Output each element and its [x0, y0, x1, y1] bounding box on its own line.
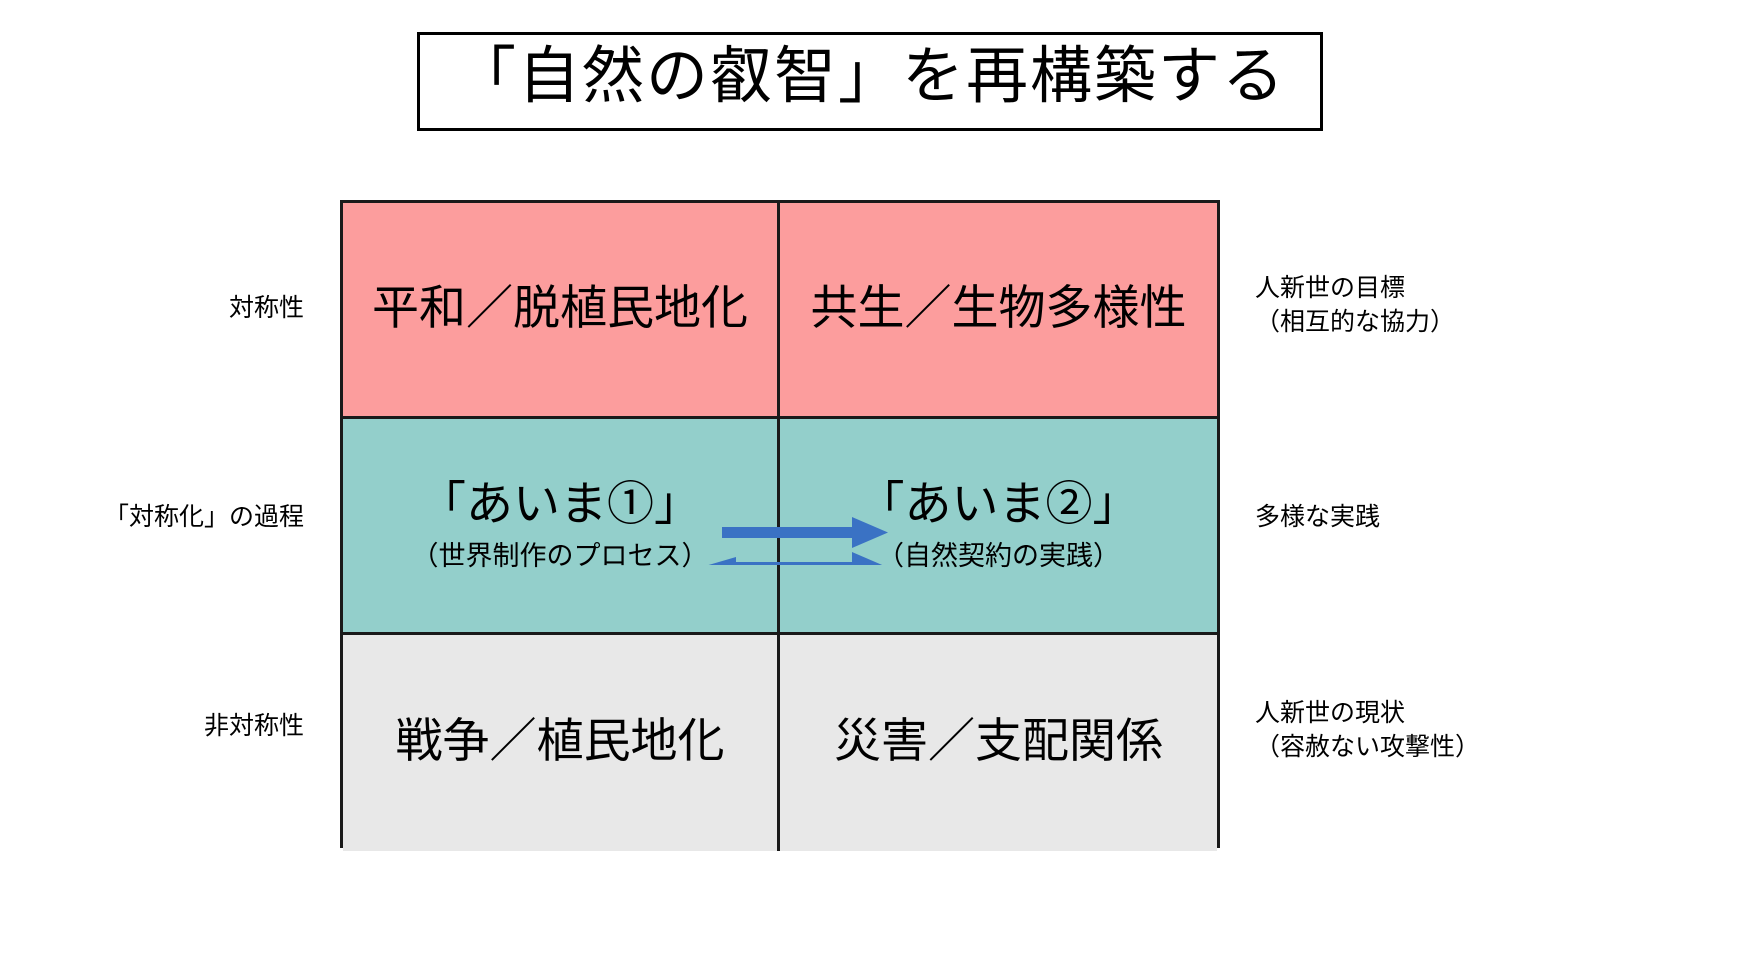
row-label-right-anthropocene-current-sub: （容赦ない攻撃性）: [1255, 733, 1481, 761]
cell-aima-2-subtext: （自然契約の実践）: [877, 540, 1120, 571]
row-label-right-diverse-practice-main: 多様な実践: [1255, 504, 1381, 531]
row-label-right-anthropocene-goal-main: 人新世の目標: [1255, 275, 1406, 302]
title-box: 「自然の叡智」を再構築する: [416, 32, 1323, 132]
cell-symbiosis-biodiversity-text: 共生／生物多様性: [810, 282, 1187, 335]
cell-aima-2-text: 「あいま②」: [857, 478, 1140, 531]
cell-war-colonization-text: 戦争／植民地化: [395, 716, 725, 769]
title-container: 「自然の叡智」を再構築する: [0, 32, 1740, 132]
concept-matrix: 平和／脱植民地化 共生／生物多様性 「あいま①」 （世界制作のプロセス） 「あい…: [340, 200, 1220, 851]
cell-disaster-domination: 災害／支配関係: [780, 635, 1217, 851]
page-title: 「自然の叡智」を再構築する: [453, 43, 1286, 111]
row-label-left-symmetrization-process: 「対称化」の過程: [103, 504, 304, 531]
row-label-right-anthropocene-current: 人新世の現状 （容赦ない攻撃性）: [1255, 697, 1480, 765]
cell-war-colonization: 戦争／植民地化: [343, 635, 780, 851]
row-label-right-anthropocene-current-main: 人新世の現状: [1255, 700, 1406, 727]
row-label-right-anthropocene-goal: 人新世の目標 （相互的な協力）: [1255, 272, 1455, 340]
cell-peace-decolonization: 平和／脱植民地化: [343, 203, 780, 419]
cell-aima-1: 「あいま①」 （世界制作のプロセス）: [343, 419, 780, 635]
row-label-left-asymmetry: 非対称性: [203, 713, 304, 740]
cell-disaster-domination-text: 災害／支配関係: [834, 716, 1163, 769]
cell-symbiosis-biodiversity: 共生／生物多様性: [780, 203, 1217, 419]
row-label-left-symmetry: 対称性: [228, 295, 304, 322]
cell-aima-1-subtext: （世界制作のプロセス）: [411, 540, 709, 571]
cell-aima-2: 「あいま②」 （自然契約の実践）: [780, 419, 1217, 635]
row-label-right-diverse-practice: 多様な実践: [1255, 501, 1380, 535]
row-label-right-anthropocene-goal-sub: （相互的な協力）: [1255, 308, 1456, 336]
cell-aima-1-text: 「あいま①」: [419, 478, 701, 531]
cell-peace-decolonization-text: 平和／脱植民地化: [372, 282, 748, 335]
